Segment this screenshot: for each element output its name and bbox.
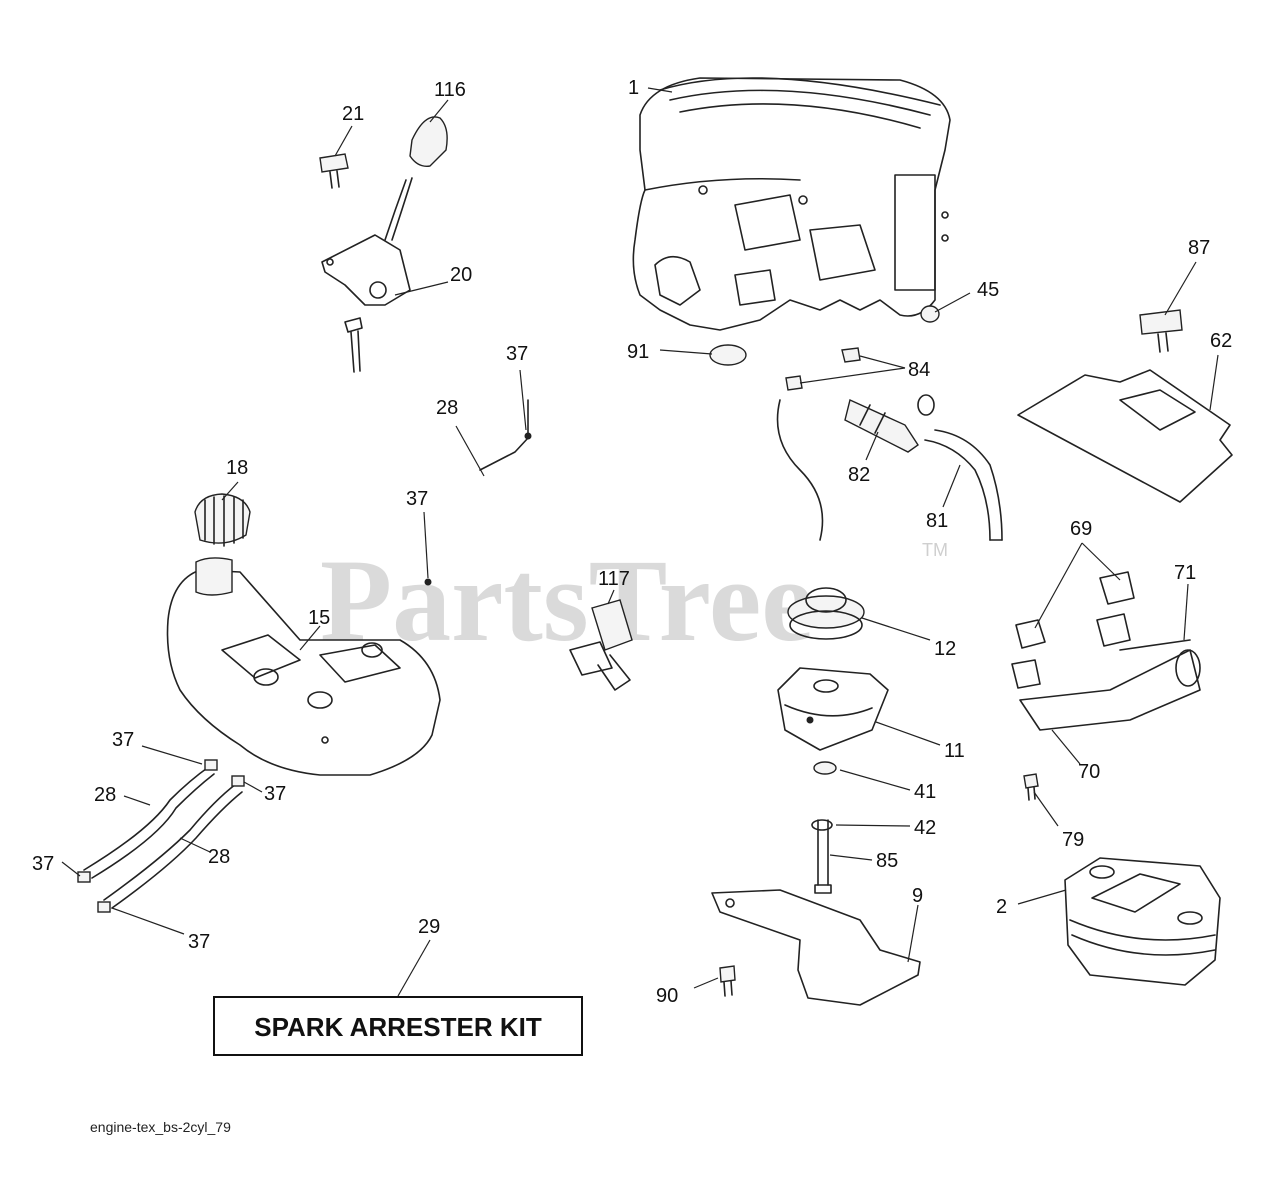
control-bracket-part[interactable] <box>321 234 411 373</box>
callout-28-left[interactable]: 28 <box>94 784 116 806</box>
bolt-87-part[interactable] <box>1139 309 1183 353</box>
callout-20[interactable]: 20 <box>450 264 472 286</box>
washer-42-part[interactable] <box>811 819 833 831</box>
callout-70[interactable]: 70 <box>1078 761 1100 783</box>
callout-18[interactable]: 18 <box>226 457 248 479</box>
breather-hose-part[interactable] <box>924 429 1003 541</box>
callout-84[interactable]: 84 <box>908 359 930 381</box>
callout-82[interactable]: 82 <box>848 464 870 486</box>
plug-91-part[interactable] <box>709 344 747 366</box>
bolt-79-part[interactable] <box>1023 773 1039 801</box>
spark-arrester-kit-box[interactable]: SPARK ARRESTER KIT <box>213 996 583 1056</box>
diagram-id-caption: engine-tex_bs-2cyl_79 <box>90 1119 231 1135</box>
leader-lines <box>61 87 1219 997</box>
callout-37-right[interactable]: 37 <box>264 783 286 805</box>
spacer-41-part[interactable] <box>813 761 837 775</box>
callout-62[interactable]: 62 <box>1210 330 1232 352</box>
bolt-21-part[interactable] <box>319 153 349 189</box>
callout-42[interactable]: 42 <box>914 817 936 839</box>
callout-2[interactable]: 2 <box>996 896 1007 918</box>
clip-45-part[interactable] <box>920 305 940 323</box>
callout-37-bottom[interactable]: 37 <box>188 931 210 953</box>
fuel-tank-part[interactable] <box>166 557 441 776</box>
callout-71[interactable]: 71 <box>1174 562 1196 584</box>
callout-11[interactable]: 11 <box>944 740 965 762</box>
spark-arrester-kit-label: SPARK ARRESTER KIT <box>254 1012 542 1042</box>
screw-90-part[interactable] <box>719 965 736 997</box>
fitting-84-part[interactable] <box>785 347 861 391</box>
callout-28-top[interactable]: 28 <box>436 397 458 419</box>
fuel-line-upper-part[interactable] <box>479 399 532 471</box>
fuel-cap-part[interactable] <box>194 493 251 547</box>
callout-91[interactable]: 91 <box>627 341 649 363</box>
callout-37-top[interactable]: 37 <box>506 343 528 365</box>
engine-part[interactable] <box>632 77 951 331</box>
callout-69[interactable]: 69 <box>1070 518 1092 540</box>
callout-79[interactable]: 79 <box>1062 829 1084 851</box>
callout-87[interactable]: 87 <box>1188 237 1210 259</box>
callout-12[interactable]: 12 <box>934 638 956 660</box>
callout-45[interactable]: 45 <box>977 279 999 301</box>
callout-37-mid[interactable]: 37 <box>406 488 428 510</box>
pulley-part[interactable] <box>787 587 865 640</box>
callout-28-right[interactable]: 28 <box>208 846 230 868</box>
callout-116[interactable]: 116 <box>434 79 466 101</box>
callout-85[interactable]: 85 <box>876 850 898 872</box>
callout-29[interactable]: 29 <box>418 916 440 938</box>
fuel-line-left-part[interactable] <box>83 765 243 909</box>
outline-shroud <box>776 399 824 541</box>
fuel-filter-part[interactable] <box>569 599 633 691</box>
pto-bracket-part[interactable] <box>711 889 921 1006</box>
callout-9[interactable]: 9 <box>912 885 923 907</box>
callout-15[interactable]: 15 <box>308 607 330 629</box>
gaskets-69-part[interactable] <box>1011 571 1135 689</box>
check-valve-part[interactable] <box>844 394 935 453</box>
bolt-85-part[interactable] <box>814 819 832 894</box>
electric-clutch-part[interactable] <box>777 667 889 751</box>
callout-labels: 1 116 21 20 45 91 84 37 28 82 81 87 62 1… <box>32 77 1232 1007</box>
callout-1[interactable]: 1 <box>628 77 639 99</box>
exhaust-manifold-part[interactable] <box>1019 639 1201 731</box>
muffler-part[interactable] <box>1064 857 1221 986</box>
hose-clamps-part[interactable] <box>77 578 432 913</box>
callout-21[interactable]: 21 <box>342 103 364 125</box>
callout-37-tank[interactable]: 37 <box>112 729 134 751</box>
throttle-knob-part[interactable] <box>384 116 448 241</box>
watermark-trademark: TM <box>922 540 948 560</box>
callout-41[interactable]: 41 <box>914 781 936 803</box>
heat-shield-plate-part[interactable] <box>1017 369 1233 503</box>
callout-37-left[interactable]: 37 <box>32 853 54 875</box>
callout-90[interactable]: 90 <box>656 985 678 1007</box>
callout-81[interactable]: 81 <box>926 510 948 532</box>
callout-117[interactable]: 117 <box>598 568 630 590</box>
watermark-brand: PartsTree <box>320 535 814 666</box>
